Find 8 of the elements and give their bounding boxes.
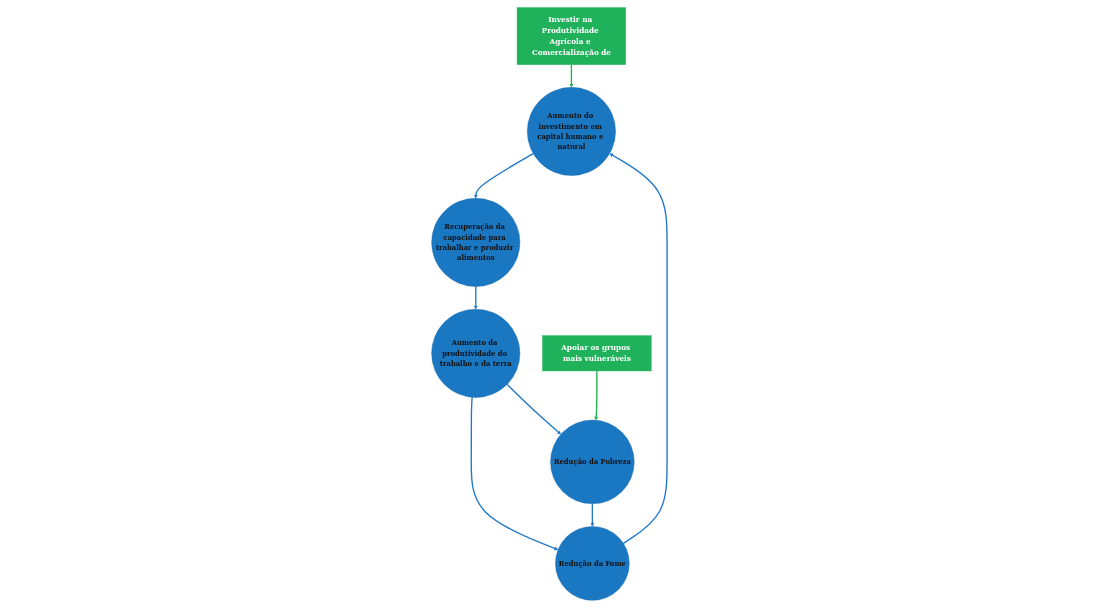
arrow xyxy=(569,64,574,88)
arrow xyxy=(473,152,534,199)
arrow xyxy=(473,285,478,310)
arrow xyxy=(609,153,668,545)
arrow xyxy=(506,383,561,435)
arrow xyxy=(590,503,594,527)
arrow xyxy=(470,396,558,551)
arrow xyxy=(593,370,598,421)
